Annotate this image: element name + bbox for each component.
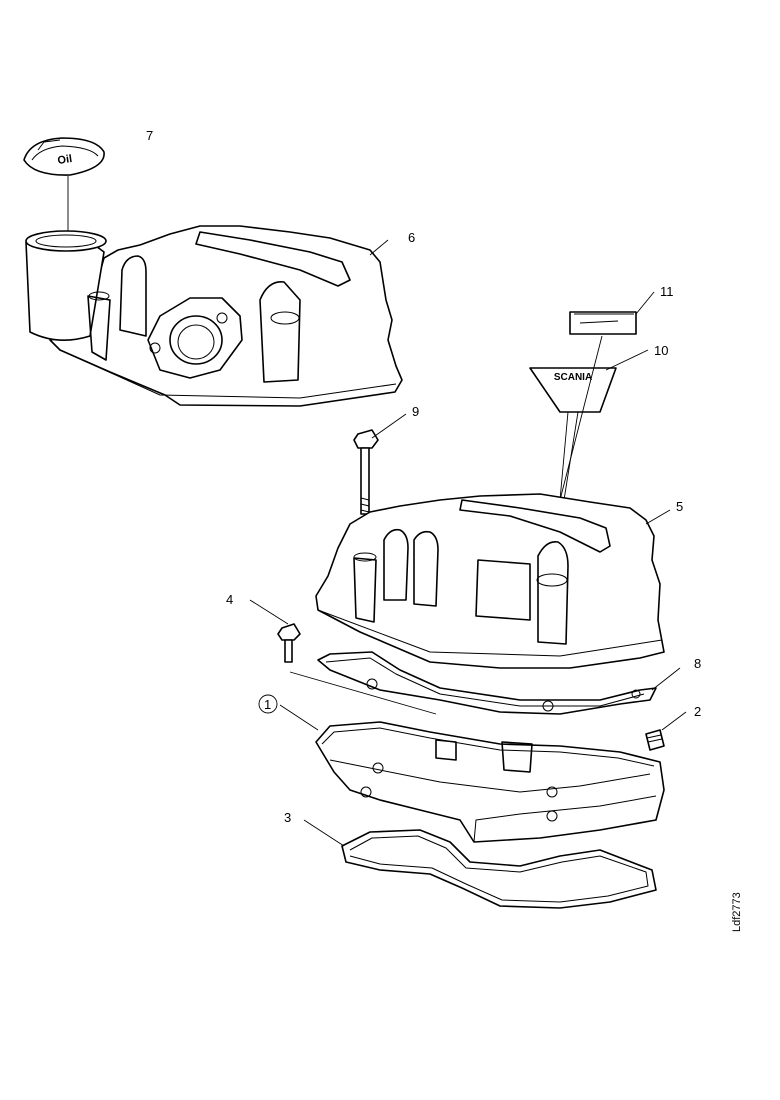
callout-6: 6 bbox=[408, 230, 415, 245]
oil-filler-cap: Oil bbox=[23, 137, 105, 176]
callout-1: 1 bbox=[264, 697, 271, 712]
callout-8: 8 bbox=[694, 656, 701, 671]
callout-4: 4 bbox=[226, 592, 233, 607]
decal-plate-11 bbox=[569, 311, 637, 335]
screw-9 bbox=[353, 429, 379, 515]
gasket-8 bbox=[317, 651, 657, 715]
drawing-number: Ldf2773 bbox=[731, 892, 743, 932]
rocker-cover-with-filler-neck bbox=[25, 225, 403, 407]
callout-9: 9 bbox=[412, 404, 419, 419]
scania-emblem-10: SCANIA bbox=[529, 367, 617, 413]
oil-cap-marking: Oil bbox=[57, 153, 73, 167]
decal-text: SCANIA bbox=[554, 372, 592, 383]
callout-11: 11 bbox=[660, 284, 674, 299]
callout-10: 10 bbox=[654, 343, 668, 358]
callout-3: 3 bbox=[284, 810, 291, 825]
callout-2: 2 bbox=[694, 704, 701, 719]
rocker-cover-5 bbox=[315, 493, 665, 669]
callout-5: 5 bbox=[676, 499, 683, 514]
screw-4 bbox=[277, 623, 301, 663]
cover-frame-1 bbox=[315, 721, 665, 843]
plug-2 bbox=[645, 729, 665, 751]
gasket-3 bbox=[341, 829, 657, 909]
callout-7: 7 bbox=[146, 128, 153, 143]
